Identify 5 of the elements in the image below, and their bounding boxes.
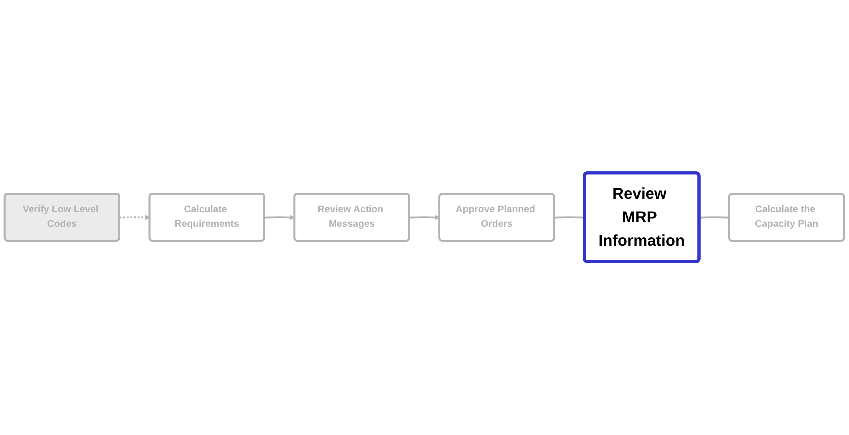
connector [700, 216, 730, 219]
arrow [264, 215, 296, 220]
arrow [410, 215, 440, 220]
arrow [120, 215, 150, 220]
connector [554, 216, 585, 219]
